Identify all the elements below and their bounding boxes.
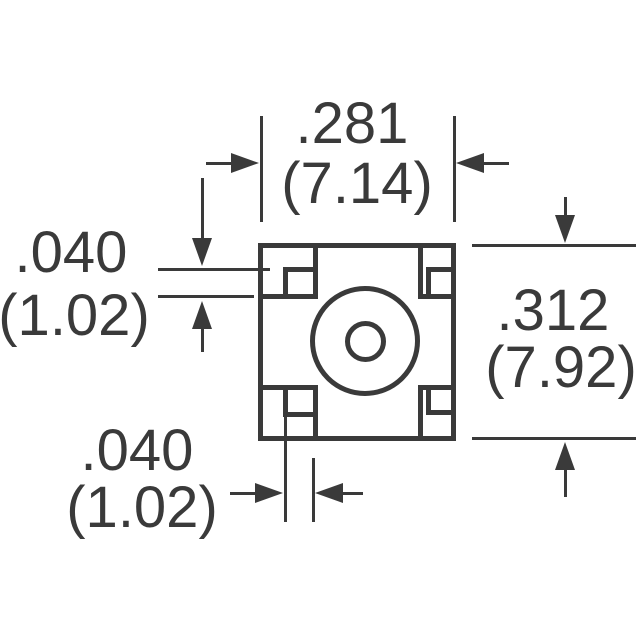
dim-extension-line — [283, 413, 287, 522]
arrow-right-icon — [231, 153, 259, 173]
dim-extension-line — [311, 458, 315, 522]
dim-leader-line — [472, 243, 636, 247]
corner-notch-square — [283, 385, 318, 417]
arrow-down-icon — [555, 215, 575, 243]
dim-extension-line — [259, 116, 263, 222]
dim-label-right-inches: .312 — [496, 278, 610, 343]
corner-notch-line — [418, 385, 423, 441]
arrow-left-icon — [315, 483, 343, 503]
dim-label-bottom-inches: .040 — [80, 418, 194, 483]
dim-label-right-mm: (7.92) — [485, 335, 637, 400]
corner-notch-square — [426, 385, 456, 415]
dim-arrow-tail — [206, 161, 233, 165]
dim-arrow-tail — [200, 178, 204, 240]
dim-arrow-tail — [482, 161, 509, 165]
dim-arrow-tail — [563, 197, 567, 218]
arrow-left-icon — [456, 153, 484, 173]
actuator-outer-circle — [310, 286, 420, 396]
dim-label-left-inches: .040 — [14, 220, 128, 285]
actuator-inner-circle — [345, 321, 386, 362]
component-body-outline — [258, 243, 456, 441]
arrow-down-icon — [192, 238, 212, 266]
dim-label-left-mm: (1.02) — [0, 283, 150, 348]
dim-arrow-tail — [230, 491, 257, 495]
dim-leader-line — [472, 436, 636, 440]
corner-notch-square — [283, 267, 318, 299]
dim-arrow-tail — [563, 468, 567, 497]
dim-arrow-tail — [200, 327, 204, 352]
dim-label-top-mm: (7.14) — [281, 151, 433, 216]
dim-label-top-inches: .281 — [295, 91, 409, 156]
dim-arrow-tail — [341, 491, 363, 495]
dim-leader-line — [158, 267, 270, 271]
dim-leader-line — [158, 294, 254, 298]
corner-notch-square — [426, 267, 456, 299]
dim-label-bottom-mm: (1.02) — [66, 475, 218, 540]
arrow-right-icon — [255, 483, 283, 503]
dim-extension-line — [452, 116, 456, 222]
corner-notch-line — [418, 243, 423, 299]
arrow-up-icon — [192, 301, 212, 329]
arrow-up-icon — [555, 442, 575, 470]
